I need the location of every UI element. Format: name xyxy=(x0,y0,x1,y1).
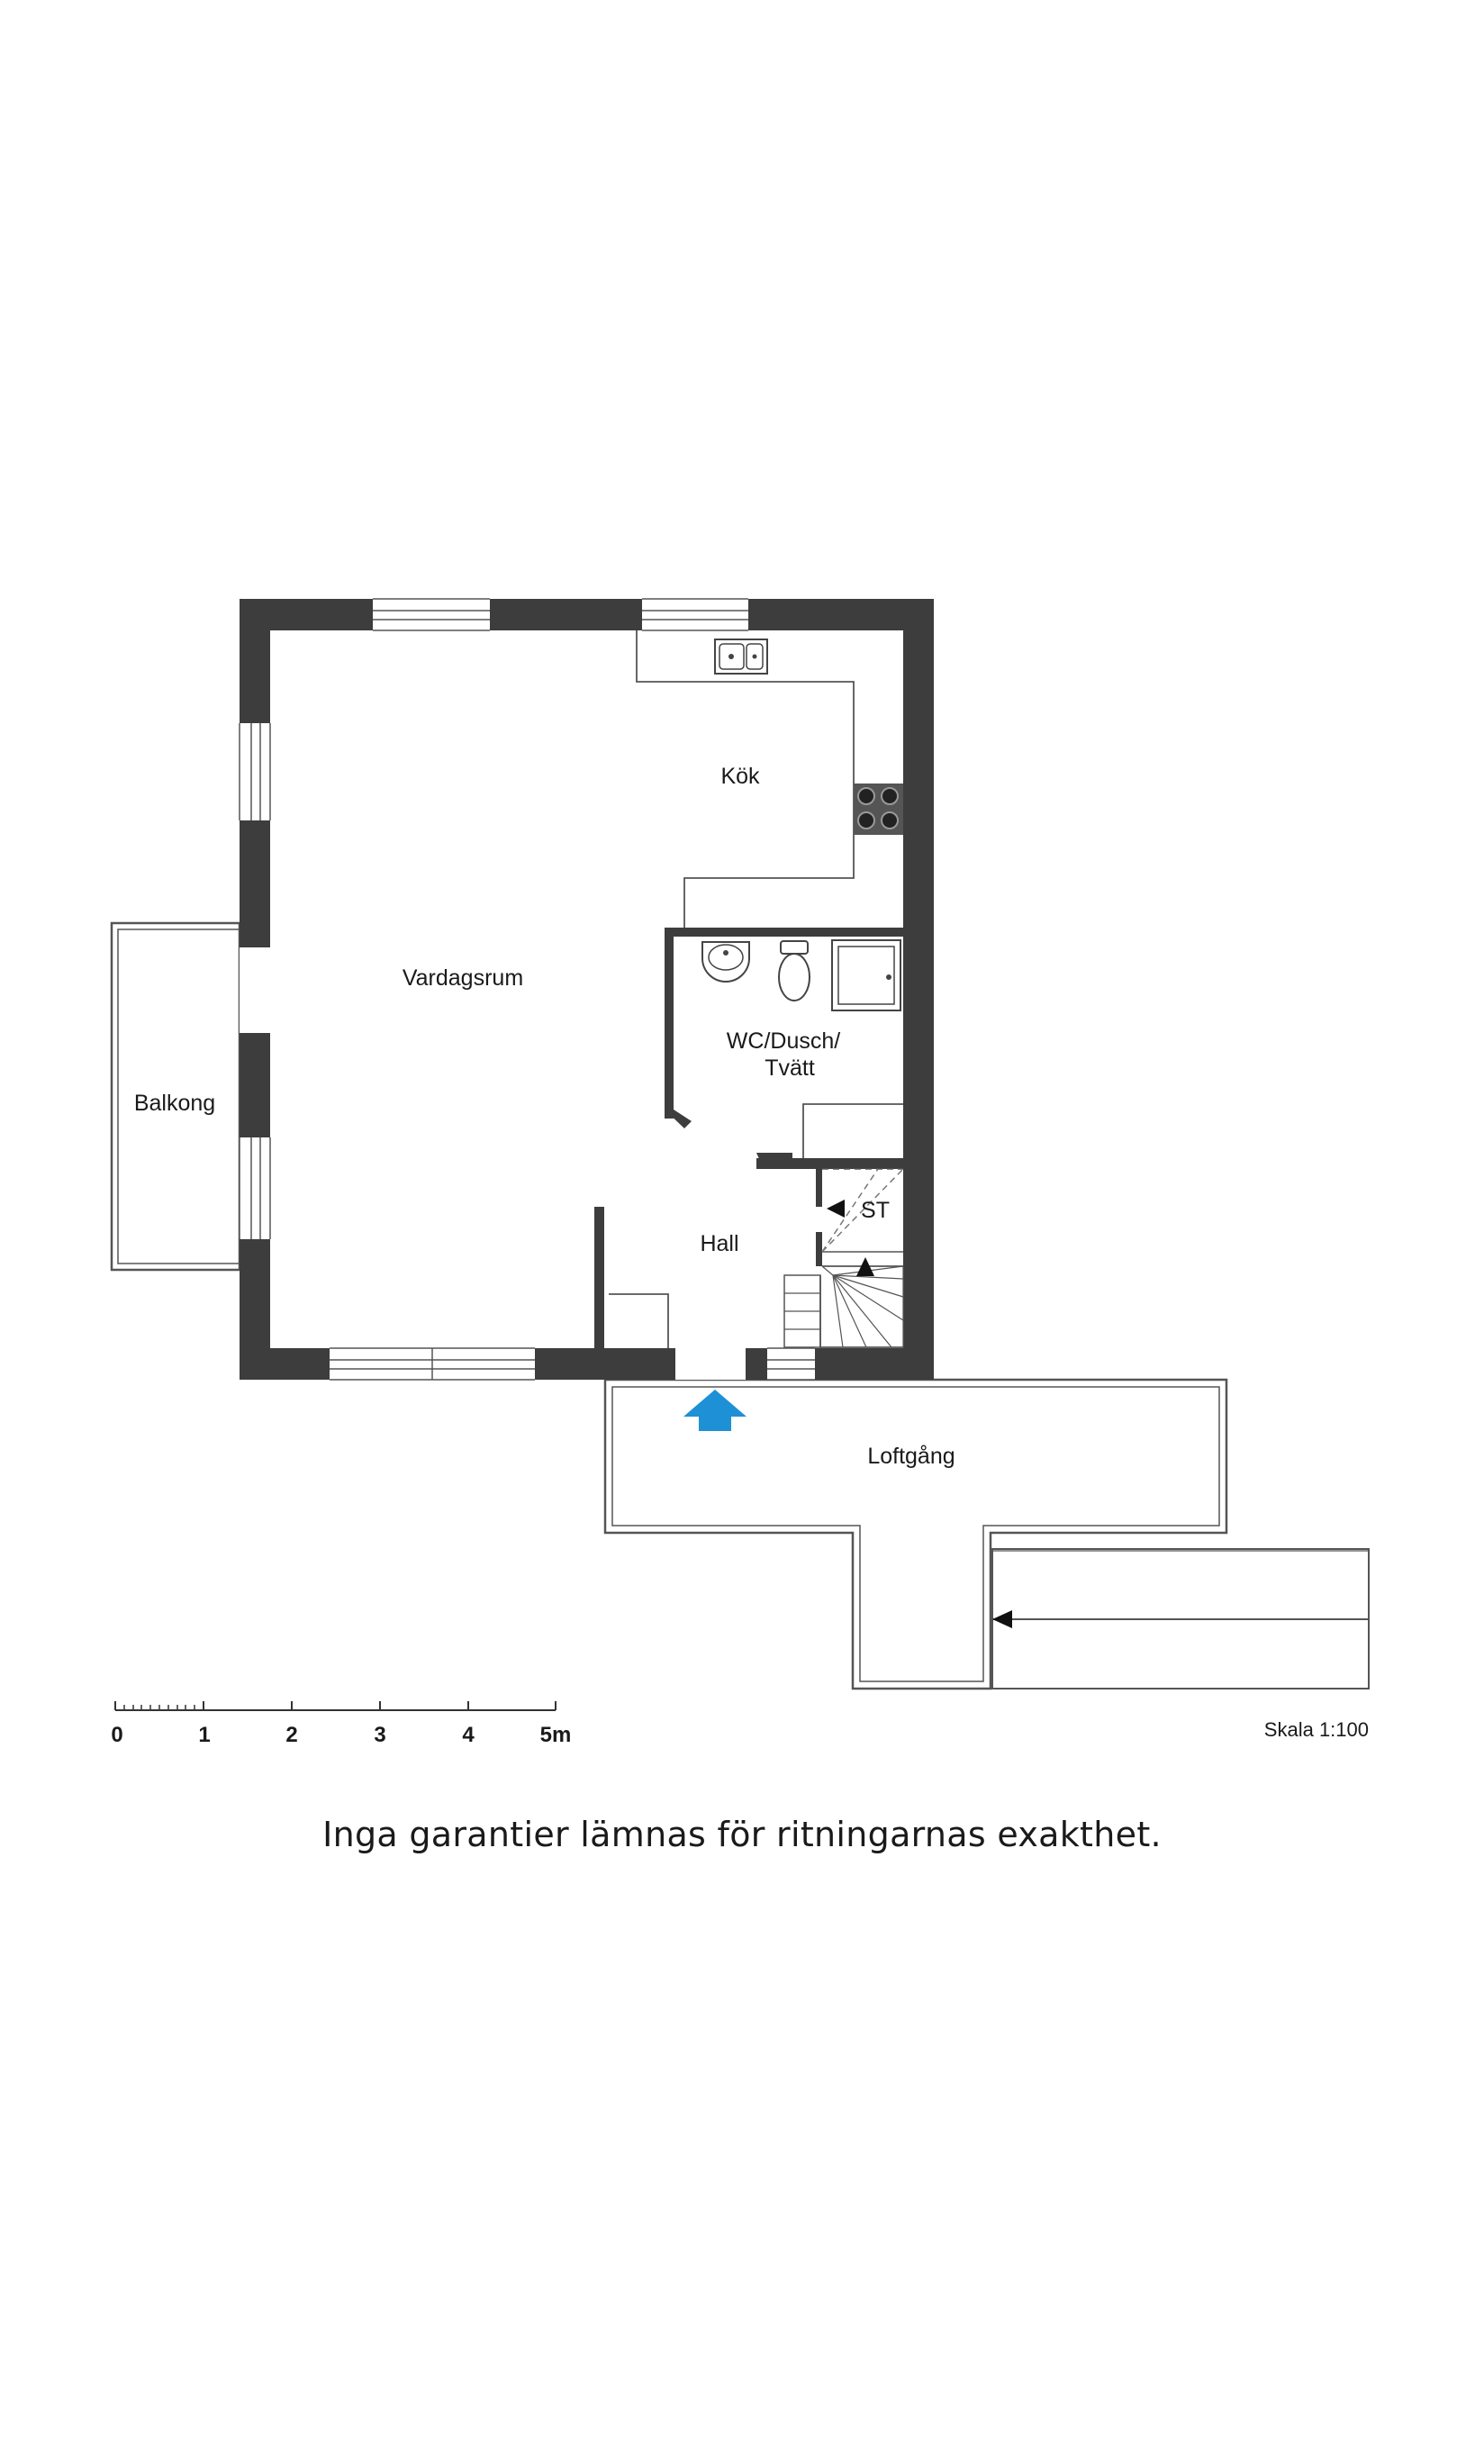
scale-tick-5m: 5m xyxy=(540,1723,572,1747)
interior-walls xyxy=(594,928,903,1348)
room-label-living-room: Vardagsrum xyxy=(403,965,523,991)
bathroom: WC/Dusch/ Tvätt xyxy=(701,939,903,1158)
hall: Hall xyxy=(609,1231,739,1348)
exterior-walls xyxy=(240,599,934,1380)
entrance-arrow-icon xyxy=(683,1390,747,1431)
disclaimer-text: Inga garantier lämnas för ritningarnas e… xyxy=(322,1815,1162,1854)
kitchen-sink-icon xyxy=(714,639,768,675)
room-label-hall: Hall xyxy=(700,1231,738,1256)
scale-tick-4: 4 xyxy=(462,1723,475,1747)
kitchen: Kök xyxy=(636,630,903,928)
room-label-bathroom-line2: Tvätt xyxy=(765,1055,815,1081)
stair-arrow-icon xyxy=(992,1610,1012,1628)
staircase xyxy=(783,1257,904,1348)
windows xyxy=(239,598,815,1381)
room-label-bathroom-line1: WC/Dusch/ xyxy=(727,1028,840,1054)
storage: ST xyxy=(821,1168,904,1253)
room-label-storage: ST xyxy=(861,1198,890,1223)
scale-tick-0: 0 xyxy=(111,1723,122,1747)
room-label-gallery: Loftgång xyxy=(867,1444,955,1469)
scale-tick-2: 2 xyxy=(285,1723,297,1747)
scale-tick-3: 3 xyxy=(374,1723,385,1747)
room-label-kitchen: Kök xyxy=(720,764,760,789)
toilet-icon xyxy=(778,940,810,1001)
room-label-balcony: Balkong xyxy=(134,1091,215,1116)
scale-label: Skala 1:100 xyxy=(1264,1718,1369,1741)
shower-icon xyxy=(831,939,901,1011)
scale-tick-1: 1 xyxy=(198,1723,210,1747)
gallery-walkway xyxy=(603,1378,1370,1690)
scale-bar: 0 1 2 3 4 5m xyxy=(111,1701,571,1747)
stair-arrow-icon xyxy=(856,1257,874,1276)
washbasin-icon xyxy=(701,941,750,983)
stove-icon xyxy=(857,787,899,829)
